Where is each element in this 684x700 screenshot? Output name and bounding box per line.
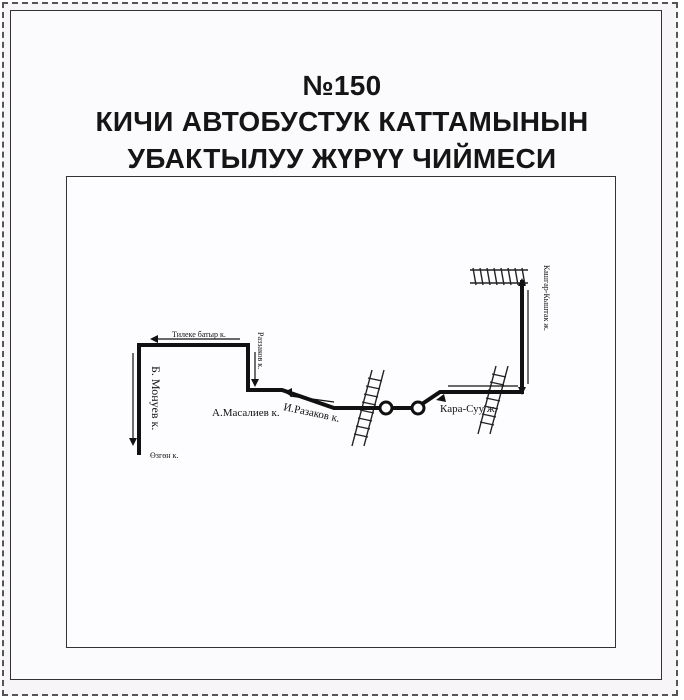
arrow-icon-left-bottom bbox=[284, 388, 292, 397]
railway-top-right bbox=[470, 267, 528, 286]
label-monuev: Б. Монуев к. bbox=[149, 366, 163, 430]
route-parallel-bottom bbox=[289, 395, 335, 403]
bus-stops bbox=[378, 400, 426, 416]
label-masaliev: А.Масалиев к. bbox=[212, 407, 280, 419]
arrow-icon-left-top bbox=[150, 335, 158, 343]
route-number-title: №150 bbox=[302, 70, 382, 101]
bus-route-line bbox=[132, 280, 529, 455]
stop-circle-1 bbox=[378, 400, 394, 416]
label-razzakov-vertical: Раззаков к. bbox=[256, 332, 265, 369]
railway-right bbox=[477, 365, 509, 435]
route-segment-main bbox=[137, 280, 524, 455]
label-tileke-batyr: Тилеке батыр к. bbox=[172, 330, 226, 339]
label-razakov: И.Разаков к. bbox=[282, 401, 341, 425]
stop-circle-2 bbox=[410, 400, 426, 416]
arrow-icon-down-right bbox=[518, 387, 526, 395]
title-line-1: КИЧИ АВТОБУСТУК КАТТАМЫНЫН bbox=[95, 106, 589, 137]
direction-arrows bbox=[129, 278, 526, 446]
label-kashgar-kyshtak: Кашгар-Кыштак ж. bbox=[542, 265, 551, 331]
arrow-icon-down-left bbox=[129, 438, 137, 446]
arrow-icon-left-right bbox=[436, 394, 446, 402]
arrow-icon-down-mid bbox=[251, 379, 259, 387]
title-line-2: УБАКТЫЛУУ ЖҮРҮҮ ЧИЙМЕСИ bbox=[127, 143, 557, 174]
map-area bbox=[66, 176, 616, 648]
label-kara-suu: Кара-Суу ж. bbox=[440, 403, 498, 415]
arrow-icon-up-right bbox=[518, 278, 526, 286]
railway-crossings bbox=[351, 267, 528, 447]
label-ozgon: Өзгөн к. bbox=[150, 451, 178, 460]
